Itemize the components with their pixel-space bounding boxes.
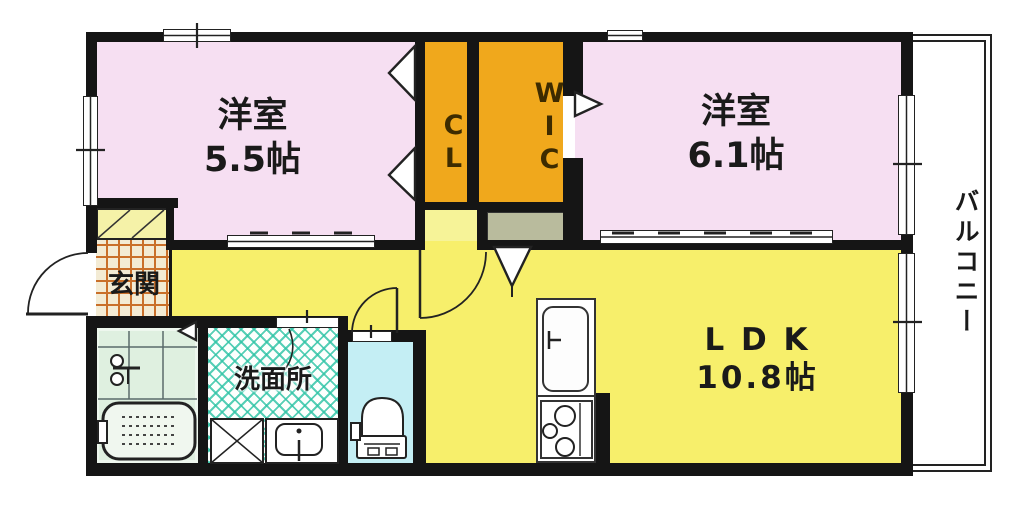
window-left-wall (83, 96, 98, 206)
room-washroom (208, 328, 338, 463)
balcony-label: バルコニー (951, 187, 980, 338)
wall-wic-right-upper (563, 32, 583, 96)
room-bedroom2 (575, 42, 901, 242)
closet-alcove (425, 210, 477, 241)
window-ldk-balcony (898, 253, 915, 393)
wall-bath-washroom (198, 316, 208, 463)
window-top-bedroom2 (607, 30, 643, 41)
wic-doorway (563, 96, 575, 158)
wall-wic-door-left (477, 208, 487, 243)
washroom-door-panel (276, 317, 339, 328)
ldk-size: 10.8帖 (696, 360, 819, 396)
wall-right-upper (901, 32, 913, 96)
wall-ldk-top (477, 240, 913, 250)
wall-washroom-toilet (338, 328, 348, 463)
entry-door (26, 252, 89, 316)
room-toilet (348, 342, 413, 463)
wall-genkan-edge (169, 250, 172, 316)
sliding-door-bedroom2 (600, 230, 833, 244)
washroom-label: 洗面所 (233, 365, 312, 395)
wall-genkan-top (88, 198, 178, 208)
room-bathroom (96, 328, 198, 463)
wall-left-mid (86, 205, 97, 253)
wall-wic-right-lower (563, 158, 583, 242)
wall-closet-bottom (415, 202, 479, 210)
wall-right-lower (901, 392, 913, 463)
wic-label: WIC (534, 77, 565, 177)
room-closet (425, 42, 467, 202)
wall-toilet-right (413, 330, 426, 463)
bedroom1-name: 洋室 (217, 96, 288, 136)
wall-top (88, 32, 913, 42)
bedroom2-size: 6.1帖 (687, 136, 785, 176)
toilet-door-panel (352, 331, 392, 342)
wall-closet-wic-divider (467, 32, 479, 210)
wall-bottom (88, 463, 913, 476)
wall-genkan-corner (166, 198, 174, 250)
shoe-cabinet (96, 208, 168, 240)
ldk-door-gap (425, 240, 477, 250)
entrance-label: 玄関 (107, 270, 160, 300)
wall-wic-bottom (477, 202, 575, 212)
closet-label: CL (438, 110, 469, 176)
entrance-tile (96, 240, 172, 318)
sliding-door-bedroom1 (227, 235, 375, 248)
wall-left-upper (86, 32, 97, 98)
ldk-name: L D K (704, 322, 811, 358)
bedroom1-size: 5.5帖 (203, 140, 301, 180)
wall-left-lower (86, 316, 97, 476)
window-top-left (163, 29, 231, 42)
wall-bedroom1-right (415, 32, 425, 250)
room-walk-in-closet (479, 42, 563, 202)
balcony-inner-rail (910, 40, 986, 466)
window-bedroom2-balcony (898, 95, 915, 235)
bedroom2-name: 洋室 (700, 92, 771, 132)
wall-kitchen-stub (593, 393, 610, 463)
